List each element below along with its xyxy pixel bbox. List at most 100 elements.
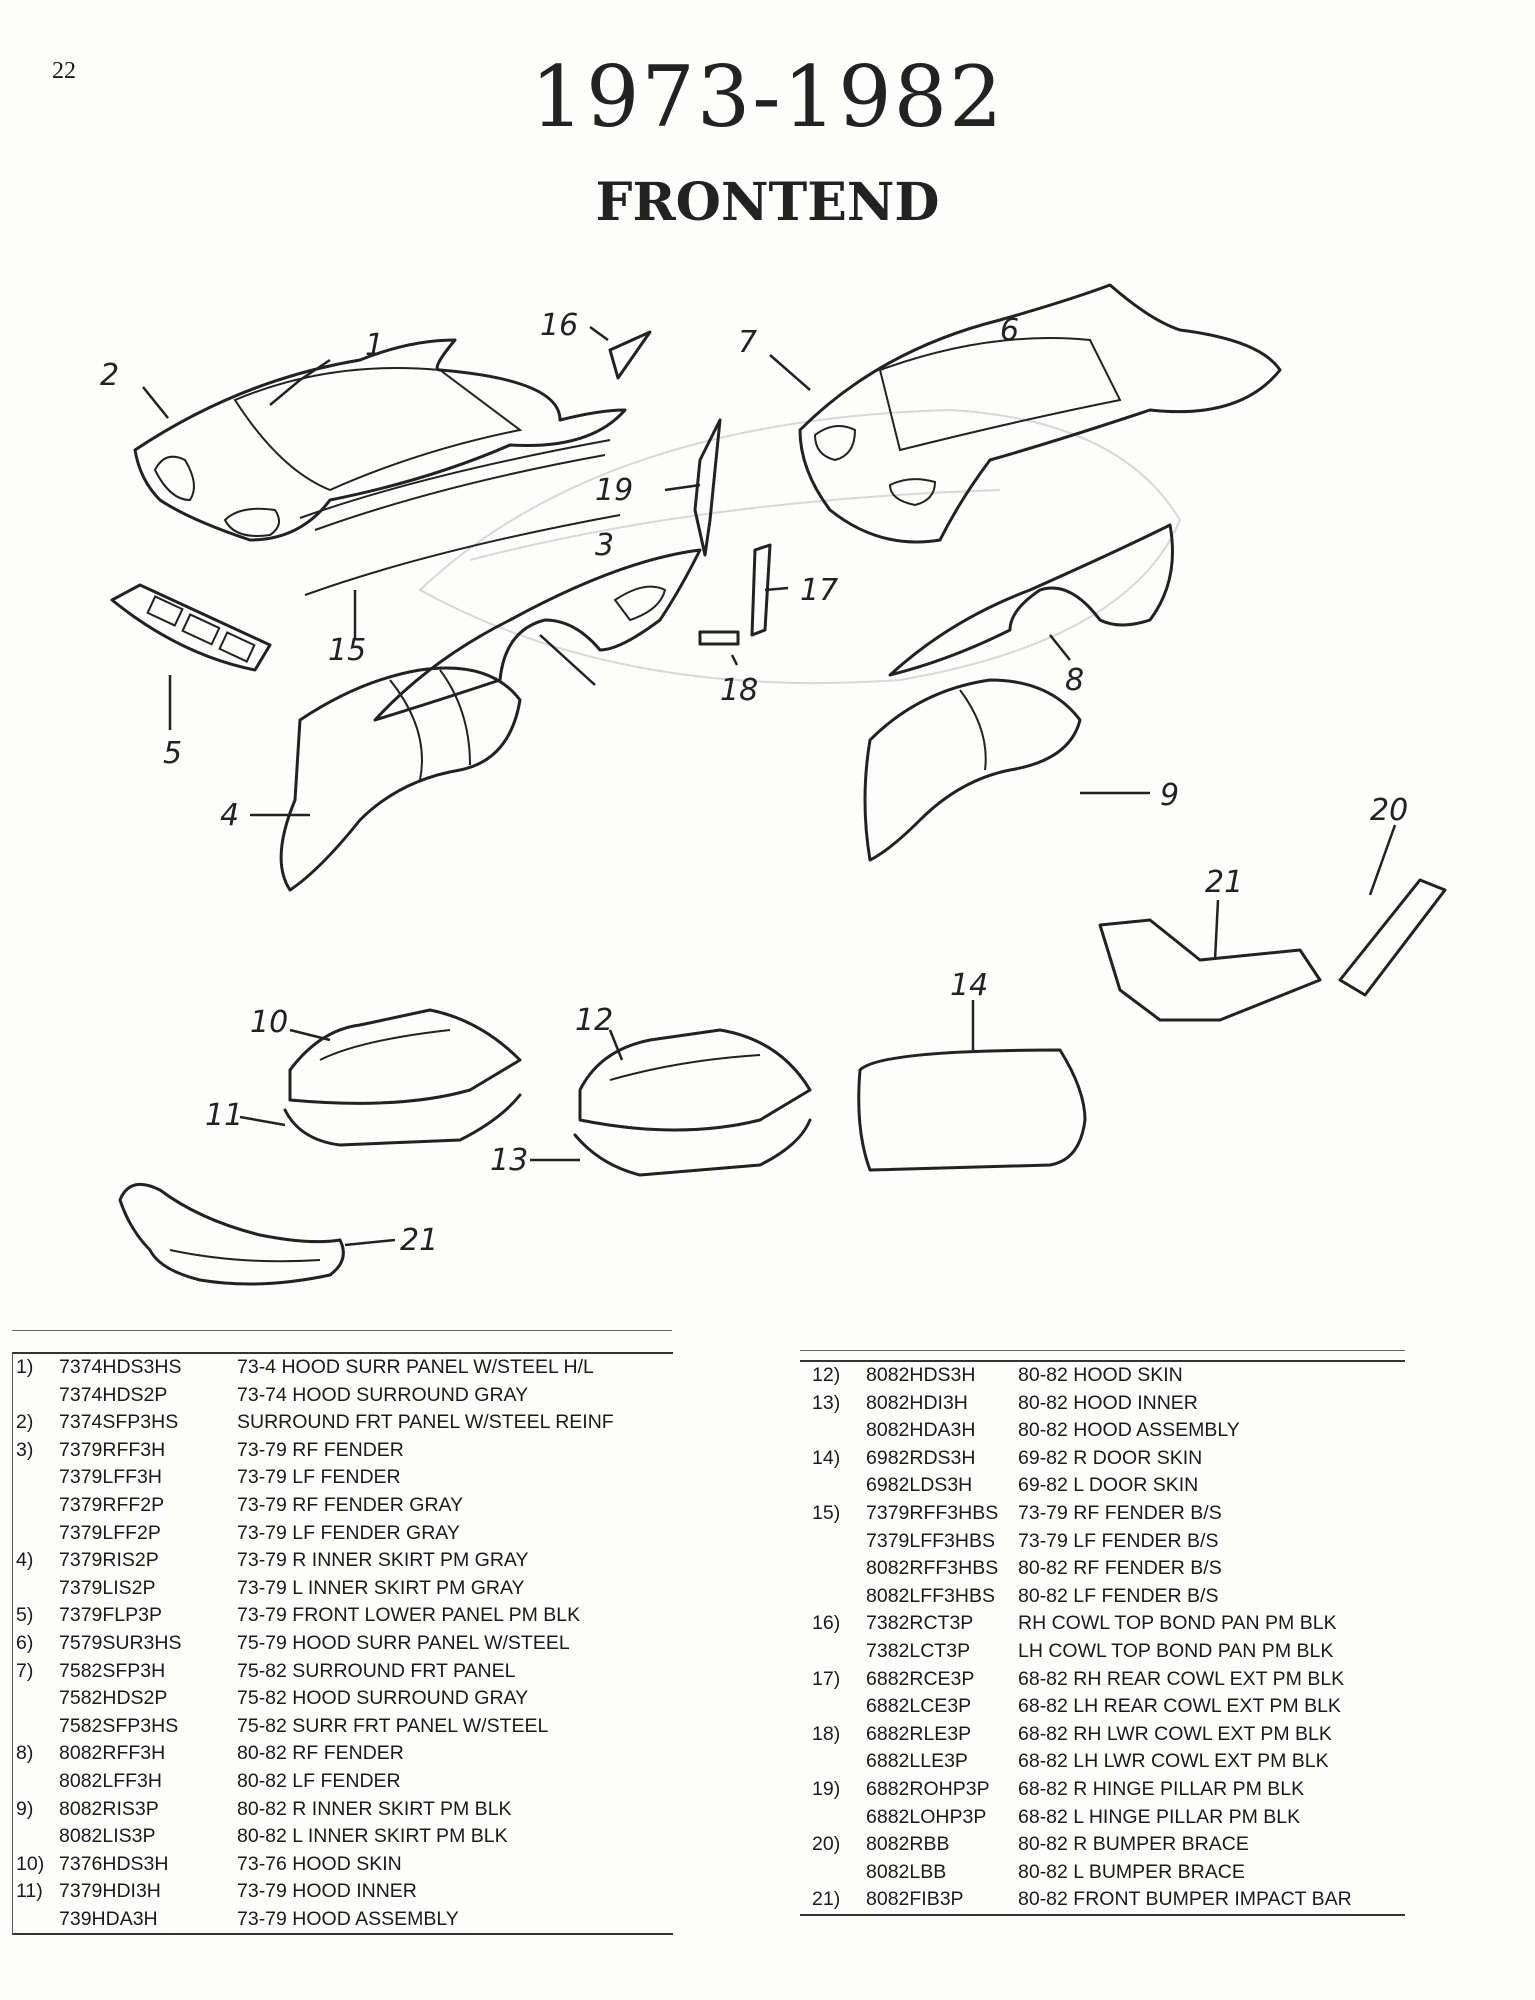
item-number: 8) [16,1742,34,1765]
part-number: 7582SFP3HS [59,1714,179,1737]
item-number [800,1638,866,1666]
part-description: 75-79 HOOD SURR PANEL W/STEEL [237,1631,570,1654]
part-description: 73-4 HOOD SURR PANEL W/STEEL H/L [237,1356,594,1378]
part-number: 7379RFF3HBS [866,1501,999,1524]
part-hood-80-82 [573,1028,812,1177]
part-description: 73-79 LF FENDER [237,1466,401,1489]
table-row: 7379LFF3H 73-79 LF FENDER [13,1464,673,1492]
part-number: 8082LFF3HBS [866,1584,995,1607]
part-number: 7379RFF3H [59,1438,166,1461]
part-hood-surround-73-74 [133,338,627,542]
part-description: 68-82 L HINGE PILLAR PM BLK [1018,1805,1301,1828]
part-number: 6882LCE3P [866,1695,972,1718]
part-description: 80-82 LF FENDER B/S [1018,1584,1219,1607]
page-number: 22 [52,58,76,84]
part-number: 7374HDS2P [59,1383,168,1406]
part-number: 7379LFF3H [59,1466,162,1489]
item-number: 19) [812,1777,841,1800]
item-number [800,1748,866,1776]
part-front-lower-panel [110,583,272,672]
part-description: 80-82 FRONT BUMPER IMPACT BAR [1018,1888,1352,1911]
part-description: 80-82 R BUMPER BRACE [1018,1833,1249,1856]
part-description: 68-82 LH LWR COWL EXT PM BLK [1018,1750,1329,1773]
part-description: 80-82 RF FENDER B/S [1018,1557,1222,1580]
part-description: 73-79 RF FENDER [237,1438,404,1461]
item-number [13,1492,59,1520]
part-number: 7582HDS2P [59,1687,168,1710]
item-number: 14) [812,1446,841,1469]
table-row: 6982LDS3H 69-82 L DOOR SKIN [800,1472,1405,1500]
part-number: 6882LLE3P [866,1750,968,1773]
callout-18: 18 [720,673,758,708]
callout-6: 6 [1000,313,1019,348]
item-number [800,1804,866,1832]
part-bumper-brace [1338,878,1447,997]
part-description: 73-79 HOOD ASSEMBLY [237,1907,459,1930]
part-number: 6982LDS3H [866,1474,973,1497]
callout-19: 19 [595,473,633,508]
table-row: 6882LLE3P 68-82 LH LWR COWL EXT PM BLK [800,1748,1405,1776]
part-cowl-top-bond-pan [608,330,652,380]
part-description: 75-82 SURR FRT PANEL W/STEEL [237,1714,549,1737]
item-number: 3) [16,1438,34,1461]
part-hinge-pillar [693,418,722,557]
part-number: 8082RFF3H [59,1742,166,1765]
item-number: 17) [812,1667,841,1690]
title-year: 1973-1982 [530,48,1005,146]
callout-16: 16 [540,308,578,343]
part-number: 8082HDS3H [866,1364,976,1386]
item-number [13,1382,59,1410]
part-number: 8082RBB [866,1833,950,1856]
part-description: 80-82 L INNER SKIRT PM BLK [237,1825,508,1848]
item-number [13,1464,59,1492]
item-number [800,1555,866,1583]
part-description: 73-74 HOOD SURROUND GRAY [237,1383,529,1406]
part-number: 7379LFF2P [59,1521,161,1544]
item-number [13,1906,59,1934]
callout-2: 2 [100,358,119,393]
part-description: LH COWL TOP BOND PAN PM BLK [1018,1639,1334,1662]
part-description: 73-79 L INNER SKIRT PM GRAY [237,1576,525,1599]
part-description: 80-82 RF FENDER [237,1742,404,1765]
callout-11: 11 [205,1098,243,1133]
callout-13: 13 [490,1143,528,1178]
part-description: 69-82 R DOOR SKIN [1018,1446,1203,1469]
item-number: 20) [812,1833,841,1856]
part-number: 6882LOHP3P [866,1805,987,1828]
part-description: 68-82 RH REAR COWL EXT PM BLK [1018,1667,1345,1690]
callout-1: 1 [365,328,384,363]
item-number [13,1575,59,1603]
callout-4: 4 [220,798,239,833]
item-number: 5) [16,1604,34,1627]
part-description: RH COWL TOP BOND PAN PM BLK [1018,1612,1337,1635]
callout-17: 17 [800,573,838,608]
item-number: 4) [16,1549,34,1572]
table-row: 8082LFF3HBS 80-82 LF FENDER B/S [800,1583,1405,1611]
part-number: 7379LFF3HBS [866,1529,995,1552]
item-number [13,1685,59,1713]
item-number [800,1693,866,1721]
part-inner-skirt-73-79 [279,666,522,892]
table-row: 20) 8082RBB 80-82 R BUMPER BRACE [800,1831,1405,1859]
item-number [800,1859,866,1887]
callout-15: 15 [328,633,366,668]
callout-20: 20 [1370,793,1408,828]
part-description: 69-82 L DOOR SKIN [1018,1474,1199,1497]
table-row: 3) 7379RFF3H 73-79 RF FENDER [13,1437,673,1465]
part-number: 7374HDS3HS [59,1356,182,1378]
